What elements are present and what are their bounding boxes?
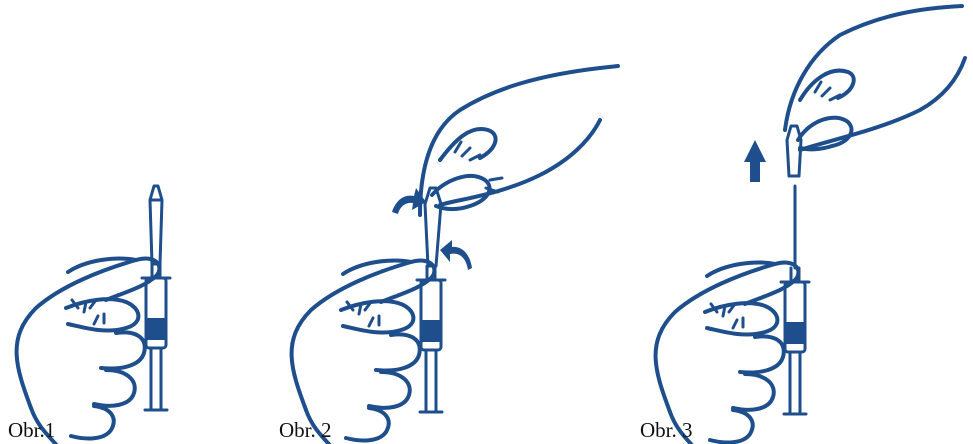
hand-with-syringe-2	[289, 258, 447, 444]
hand-with-syringe-3	[653, 260, 811, 444]
upper-hand-3	[783, 4, 967, 152]
needle-cap-1	[148, 184, 164, 266]
up-arrow-icon	[744, 140, 766, 182]
needle-cap-3	[785, 124, 803, 178]
figure-2-caption: Obr. 2	[279, 418, 332, 442]
curved-arrow-icon	[392, 188, 426, 214]
figure-3	[653, 4, 967, 444]
curved-arrow-icon	[440, 240, 472, 270]
hand-with-syringe-1	[14, 256, 172, 444]
figure-1-caption: Obr.1	[8, 418, 56, 442]
figure-1	[14, 184, 172, 444]
upper-hand-2	[418, 64, 620, 217]
needle-cap-2	[423, 186, 443, 268]
figure-2	[289, 64, 620, 444]
figure-3-caption: Obr. 3	[640, 418, 693, 442]
